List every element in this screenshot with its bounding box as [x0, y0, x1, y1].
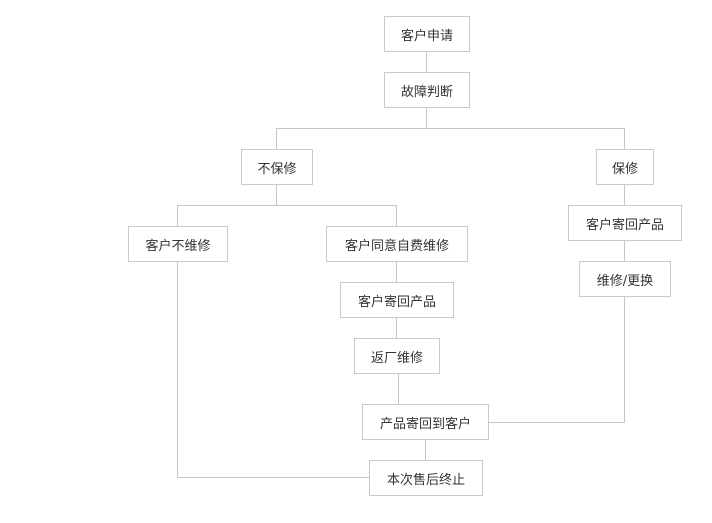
connector-line: [488, 422, 625, 423]
node-customer-ships-product-warranty: 客户寄回产品: [568, 205, 682, 241]
node-ship-back-to-customer: 产品寄回到客户: [362, 404, 489, 440]
node-customer-apply: 客户申请: [384, 16, 470, 52]
node-end-after-sales: 本次售后终止: [369, 460, 483, 496]
connector-line: [426, 107, 427, 128]
node-return-to-factory: 返厂维修: [354, 338, 440, 374]
node-warranty: 保修: [596, 149, 654, 185]
connector-line: [624, 296, 625, 423]
connector-line: [624, 184, 625, 205]
node-repair-or-replace: 维修/更换: [579, 261, 671, 297]
connector-line: [177, 205, 178, 227]
connector-line: [276, 184, 277, 205]
connector-line: [624, 240, 625, 262]
node-customer-no-repair: 客户不维修: [128, 226, 228, 262]
node-out-of-warranty: 不保修: [241, 149, 313, 185]
connector-line: [624, 128, 625, 149]
connector-line: [396, 205, 397, 227]
connector-line: [177, 205, 397, 206]
connector-line: [177, 477, 370, 478]
connector-line: [398, 373, 399, 404]
node-fault-diagnosis: 故障判断: [384, 72, 470, 108]
connector-line: [396, 261, 397, 282]
connector-line: [426, 51, 427, 72]
connector-line: [425, 439, 426, 460]
connector-line: [177, 261, 178, 478]
connector-line: [276, 128, 625, 129]
node-customer-ships-product: 客户寄回产品: [340, 282, 454, 318]
node-customer-agrees-paid-repair: 客户同意自费维修: [326, 226, 468, 262]
connector-line: [276, 128, 277, 149]
connector-line: [396, 317, 397, 338]
